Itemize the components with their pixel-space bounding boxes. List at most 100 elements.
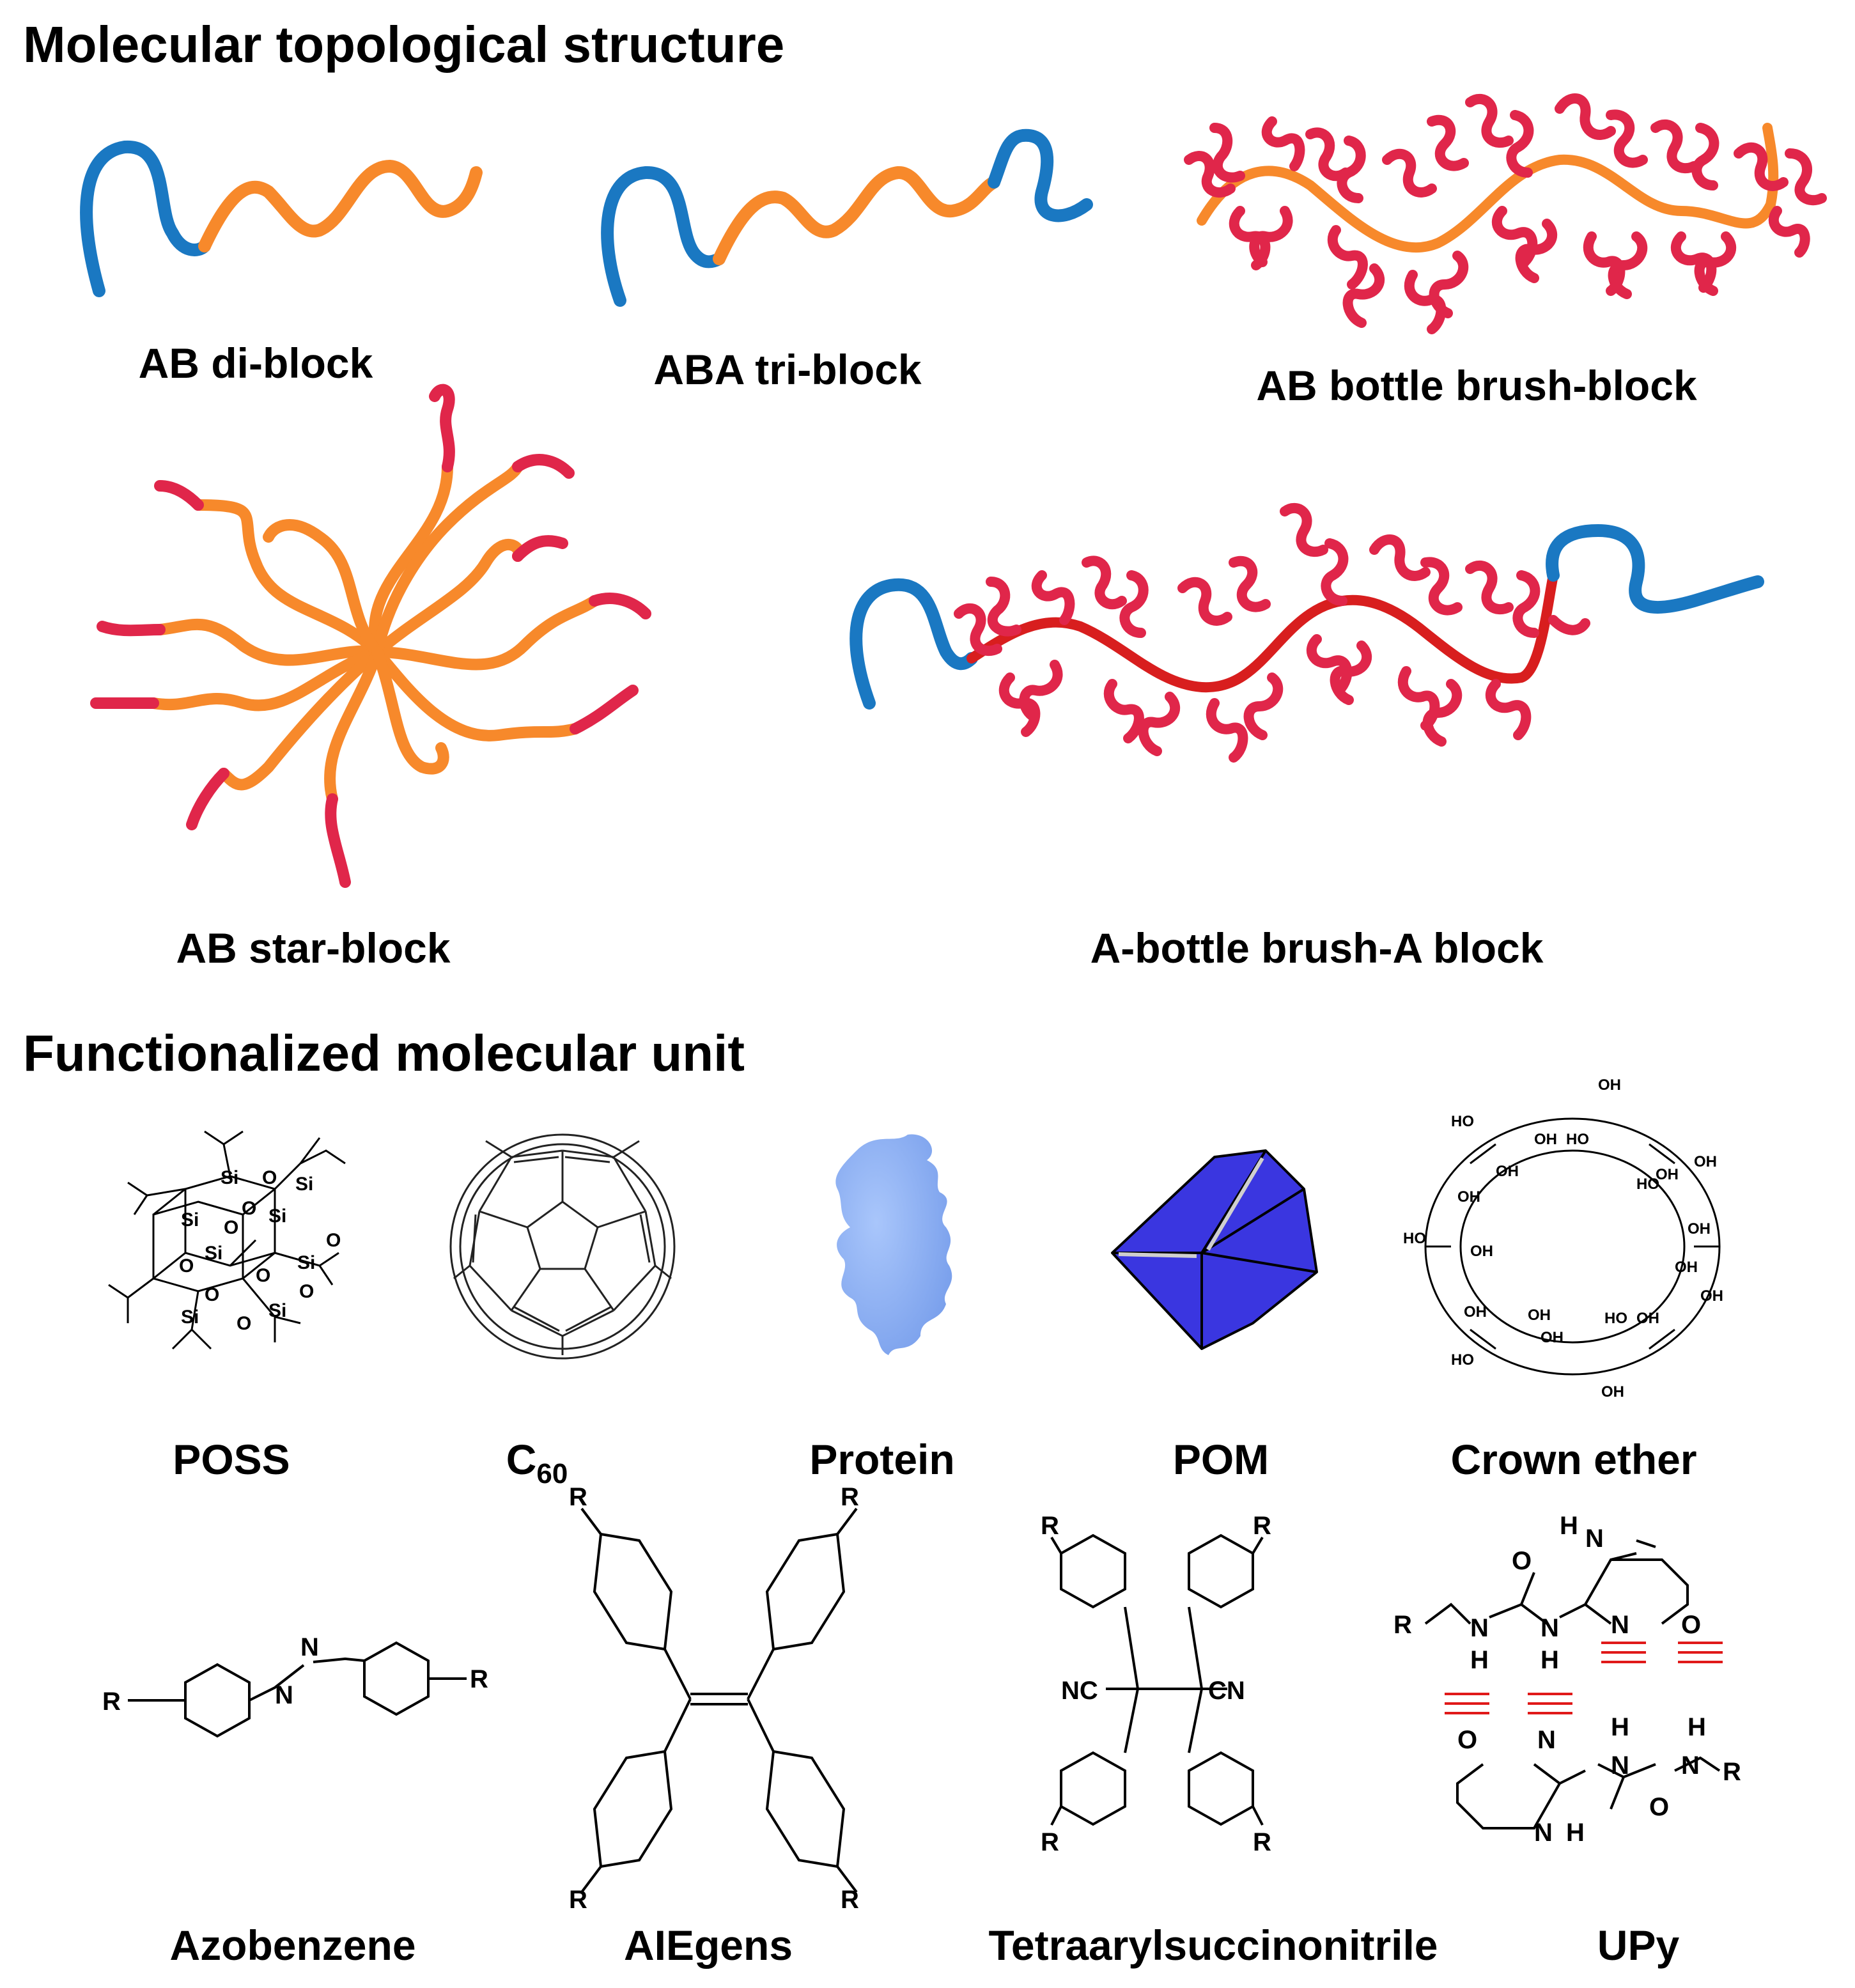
svg-text:O: O: [1649, 1793, 1669, 1821]
label-a-bottlebrush-a: A-bottle brush-A block: [1090, 924, 1544, 972]
svg-text:O: O: [262, 1167, 277, 1188]
svg-text:H: H: [1560, 1512, 1578, 1540]
svg-text:HO: HO: [1451, 1113, 1474, 1130]
svg-text:O: O: [1512, 1547, 1532, 1575]
svg-text:O: O: [1681, 1611, 1701, 1639]
label-pom: POM: [1172, 1436, 1269, 1483]
label-crown-ether: Crown ether: [1450, 1436, 1697, 1483]
svg-text:OH: OH: [1656, 1166, 1679, 1183]
svg-text:Si: Si: [205, 1243, 222, 1264]
label-aba-triblock: ABA tri-block: [653, 346, 922, 393]
red-backbone: [966, 570, 1558, 693]
svg-text:R: R: [1041, 1828, 1059, 1856]
svg-text:Si: Si: [181, 1307, 199, 1328]
section-title-topology: Molecular topological structure: [23, 16, 785, 73]
svg-text:Si: Si: [295, 1174, 313, 1195]
brush-backbone: [1197, 123, 1779, 253]
svg-text:O: O: [237, 1313, 251, 1334]
brush-side-chains: [1184, 93, 1827, 334]
block-b-mid: [713, 166, 1000, 265]
svg-text:HO: HO: [1403, 1230, 1426, 1247]
a-bottlebrush-a-diagram: [850, 502, 1764, 763]
pom-polyhedron: [1111, 1149, 1318, 1350]
svg-text:N: N: [275, 1681, 293, 1709]
section-title-functional: Functionalized molecular unit: [23, 1025, 745, 1082]
svg-text:N: N: [1470, 1614, 1489, 1642]
svg-text:OH: OH: [1688, 1220, 1711, 1238]
svg-text:Si: Si: [181, 1209, 199, 1231]
label-poss: POSS: [173, 1436, 290, 1483]
svg-text:Si: Si: [268, 1206, 286, 1227]
svg-text:R: R: [841, 1483, 859, 1511]
svg-text:OH: OH: [1541, 1329, 1564, 1346]
c60-structure: [449, 1133, 676, 1360]
svg-text:H: H: [1611, 1713, 1629, 1741]
svg-text:R: R: [569, 1483, 587, 1511]
svg-text:OH: OH: [1470, 1243, 1493, 1260]
block-b: [198, 159, 483, 252]
block-a-right: [1546, 524, 1764, 614]
svg-text:N: N: [1611, 1751, 1629, 1780]
azobenzene-structure: R N N R: [102, 1633, 488, 1738]
svg-text:O: O: [205, 1284, 219, 1305]
protein-blob: [835, 1134, 952, 1355]
svg-text:OH: OH: [1694, 1153, 1717, 1170]
svg-text:O: O: [179, 1255, 194, 1277]
svg-text:R: R: [102, 1688, 121, 1716]
svg-text:R: R: [470, 1665, 488, 1693]
block-a-left: [850, 578, 978, 710]
c60-subscript: 60: [536, 1458, 568, 1490]
block-a: [80, 140, 211, 297]
crown-ether-structure: OH HO OH HO OH OH OH HO OH OH HO OH OH O…: [1403, 1076, 1723, 1401]
ab-bottlebrush-diagram: [1184, 93, 1827, 334]
svg-text:OH: OH: [1675, 1259, 1698, 1276]
star-outer-arms: [90, 384, 651, 888]
svg-text:HO: HO: [1636, 1176, 1659, 1193]
svg-text:OH: OH: [1528, 1307, 1551, 1324]
upy-structure: R N H O N H N N H O O N H N H N R O N H: [1393, 1512, 1741, 1847]
aiegens-structure: R R R R: [569, 1483, 859, 1914]
label-ab-star: AB star-block: [176, 924, 451, 972]
svg-text:O: O: [326, 1230, 341, 1251]
ab-diblock-diagram: [80, 140, 483, 297]
svg-text:H: H: [1470, 1646, 1489, 1674]
label-protein: Protein: [809, 1436, 955, 1483]
svg-text:R: R: [1393, 1611, 1412, 1639]
svg-text:Si: Si: [297, 1252, 315, 1273]
svg-text:OH: OH: [1601, 1383, 1624, 1401]
label-ab-diblock: AB di-block: [138, 339, 373, 387]
label-c60: C60: [506, 1435, 568, 1490]
svg-text:OH: OH: [1598, 1076, 1621, 1094]
svg-text:R: R: [1253, 1828, 1271, 1856]
svg-text:NC: NC: [1061, 1677, 1098, 1705]
svg-text:R: R: [569, 1886, 587, 1914]
svg-text:N: N: [1585, 1525, 1604, 1553]
svg-text:R: R: [1041, 1512, 1059, 1540]
svg-text:H: H: [1566, 1819, 1585, 1847]
ab-star-diagram: [90, 384, 651, 888]
label-ab-bottlebrush: AB bottle brush-block: [1256, 362, 1697, 409]
svg-text:H: H: [1688, 1713, 1706, 1741]
label-upy: UPy: [1597, 1922, 1680, 1969]
svg-text:Si: Si: [268, 1300, 286, 1321]
svg-text:HO: HO: [1604, 1310, 1627, 1327]
tetraaryl-structure: R R NC CN R R: [1041, 1512, 1271, 1856]
svg-text:N: N: [1537, 1726, 1556, 1754]
svg-text:OH: OH: [1636, 1310, 1659, 1327]
svg-text:N: N: [300, 1633, 319, 1661]
svg-text:OH: OH: [1700, 1287, 1723, 1305]
svg-text:N: N: [1611, 1611, 1629, 1639]
svg-text:O: O: [1457, 1726, 1477, 1754]
svg-text:N: N: [1534, 1819, 1553, 1847]
hydrogen-bonds: [1445, 1642, 1723, 1714]
svg-text:R: R: [1723, 1758, 1741, 1786]
label-tetraaryl: Tetraarylsuccinonitrile: [988, 1922, 1438, 1969]
brush-side-chains: [954, 502, 1590, 763]
aba-triblock-diagram: [601, 128, 1093, 307]
svg-text:H: H: [1541, 1646, 1559, 1674]
svg-text:O: O: [242, 1198, 256, 1219]
star-core-arms: [148, 461, 600, 805]
svg-text:R: R: [841, 1886, 859, 1914]
svg-text:CN: CN: [1208, 1677, 1245, 1705]
